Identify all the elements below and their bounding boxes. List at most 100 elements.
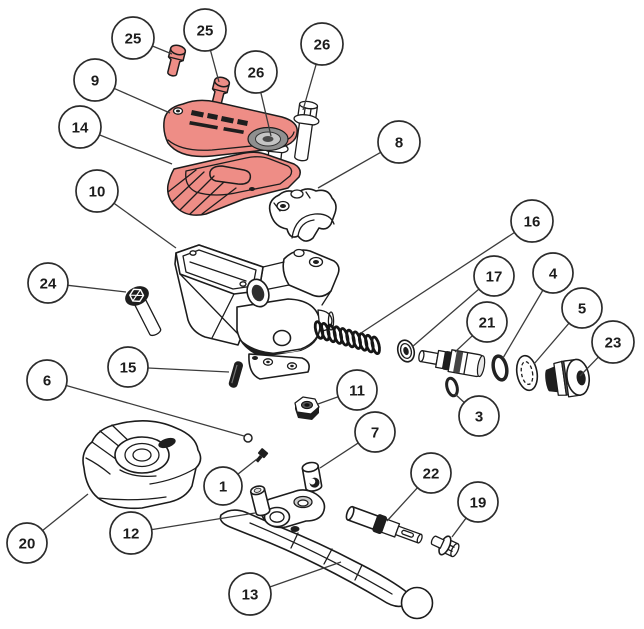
circlip-part — [515, 354, 539, 392]
callout-14: 14 — [58, 105, 173, 165]
leader-line-16 — [360, 231, 515, 334]
callout-number: 4 — [549, 266, 558, 283]
small-o-ring-part — [445, 376, 459, 398]
parts-layer — [82, 44, 590, 620]
end-cap-part — [545, 358, 590, 398]
leader-line-25 — [209, 50, 220, 83]
leader-line-5 — [533, 322, 570, 365]
callout-11: 11 — [317, 369, 378, 411]
detent-ball-part — [243, 433, 253, 443]
callout-number: 13 — [242, 587, 259, 604]
callout-17: 17 — [411, 255, 515, 348]
piston-part — [418, 349, 486, 378]
bushing-part — [301, 461, 323, 492]
callout-16: 16 — [360, 199, 554, 334]
leader-line-17 — [411, 288, 480, 348]
cap-logo-marking — [189, 110, 248, 134]
callout-balloon-4 — [532, 252, 574, 294]
callout-number: 1 — [219, 479, 227, 496]
callout-5: 5 — [533, 287, 603, 365]
set-screw-part — [255, 448, 269, 463]
leader-line-1 — [237, 458, 258, 475]
callout-4: 4 — [502, 252, 574, 359]
callout-balloon-5 — [561, 287, 603, 329]
callout-balloon-24 — [27, 262, 69, 304]
leader-line-22 — [386, 487, 418, 522]
callout-number: 21 — [479, 315, 496, 332]
callout-number: 9 — [91, 73, 99, 90]
leader-line-20 — [42, 493, 89, 531]
leader-line-4 — [502, 289, 544, 359]
callout-number: 11 — [349, 383, 365, 400]
callout-balloon-15 — [107, 346, 149, 388]
leader-line-3 — [454, 393, 465, 403]
master-cylinder-body-part — [174, 244, 340, 380]
roll-pin-part — [228, 361, 243, 388]
callout-balloon-11 — [336, 369, 378, 411]
hex-nut-part — [294, 396, 320, 420]
callout-number: 3 — [475, 409, 483, 426]
callout-22: 22 — [386, 452, 452, 522]
callout-number: 20 — [19, 536, 36, 553]
o-ring-part — [491, 354, 509, 382]
callout-number: 26 — [314, 37, 331, 54]
callout-7: 7 — [319, 411, 396, 469]
callout-balloon-20 — [6, 522, 48, 564]
leader-line-9 — [113, 87, 171, 114]
callout-number: 16 — [524, 214, 541, 231]
seal-washer-part — [396, 339, 416, 363]
callout-number: 25 — [125, 31, 142, 48]
callout-number: 8 — [395, 135, 403, 152]
callout-26: 26 — [234, 50, 278, 137]
brake-lever-part — [219, 509, 434, 620]
callout-balloon-6 — [26, 359, 68, 401]
callout-number: 12 — [123, 526, 140, 543]
return-spring-part — [313, 320, 381, 355]
callout-balloon-23 — [591, 320, 635, 364]
callout-number: 15 — [120, 360, 137, 377]
callout-balloon-3 — [458, 395, 500, 437]
leader-line-8 — [317, 151, 382, 189]
callout-number: 5 — [578, 301, 586, 318]
callout-balloon-8 — [377, 120, 421, 164]
callout-20: 20 — [6, 493, 89, 564]
callout-balloon-12 — [109, 511, 153, 555]
callout-21: 21 — [454, 301, 508, 353]
leader-line-19 — [451, 517, 467, 538]
leader-line-12 — [151, 512, 256, 531]
leader-line-26 — [260, 92, 272, 137]
reservoir-diaphragm-part — [166, 151, 301, 216]
callout-balloon-14 — [58, 105, 102, 149]
callout-number: 25 — [197, 23, 214, 40]
callout-10: 10 — [75, 169, 177, 249]
reservoir-cap-part — [163, 99, 298, 158]
callout-number: 22 — [423, 466, 440, 483]
callout-balloon-16 — [510, 199, 554, 243]
callout-balloon-21 — [466, 301, 508, 343]
leader-line-24 — [67, 284, 127, 293]
callout-number: 26 — [248, 65, 265, 82]
callout-balloon-10 — [75, 169, 119, 213]
callout-number: 24 — [40, 276, 57, 293]
callout-balloon-22 — [410, 452, 452, 494]
callout-3: 3 — [454, 393, 500, 437]
handlebar-clamp-part — [268, 188, 337, 242]
callout-balloon-1 — [203, 466, 243, 506]
callout-number: 23 — [605, 335, 622, 352]
callout-balloon-26 — [234, 50, 278, 94]
leader-line-26 — [302, 64, 317, 111]
callout-number: 7 — [371, 425, 379, 442]
callout-balloon-9 — [73, 58, 117, 102]
leader-line-15 — [147, 367, 230, 373]
callout-24: 24 — [27, 262, 127, 304]
pivot-cover-part — [82, 420, 202, 510]
leader-line-13 — [269, 561, 342, 588]
leader-line-21 — [454, 335, 473, 353]
callout-8: 8 — [317, 120, 421, 189]
lever-bracket-part — [259, 489, 326, 532]
callout-12: 12 — [109, 511, 256, 555]
callout-19: 19 — [451, 481, 499, 538]
